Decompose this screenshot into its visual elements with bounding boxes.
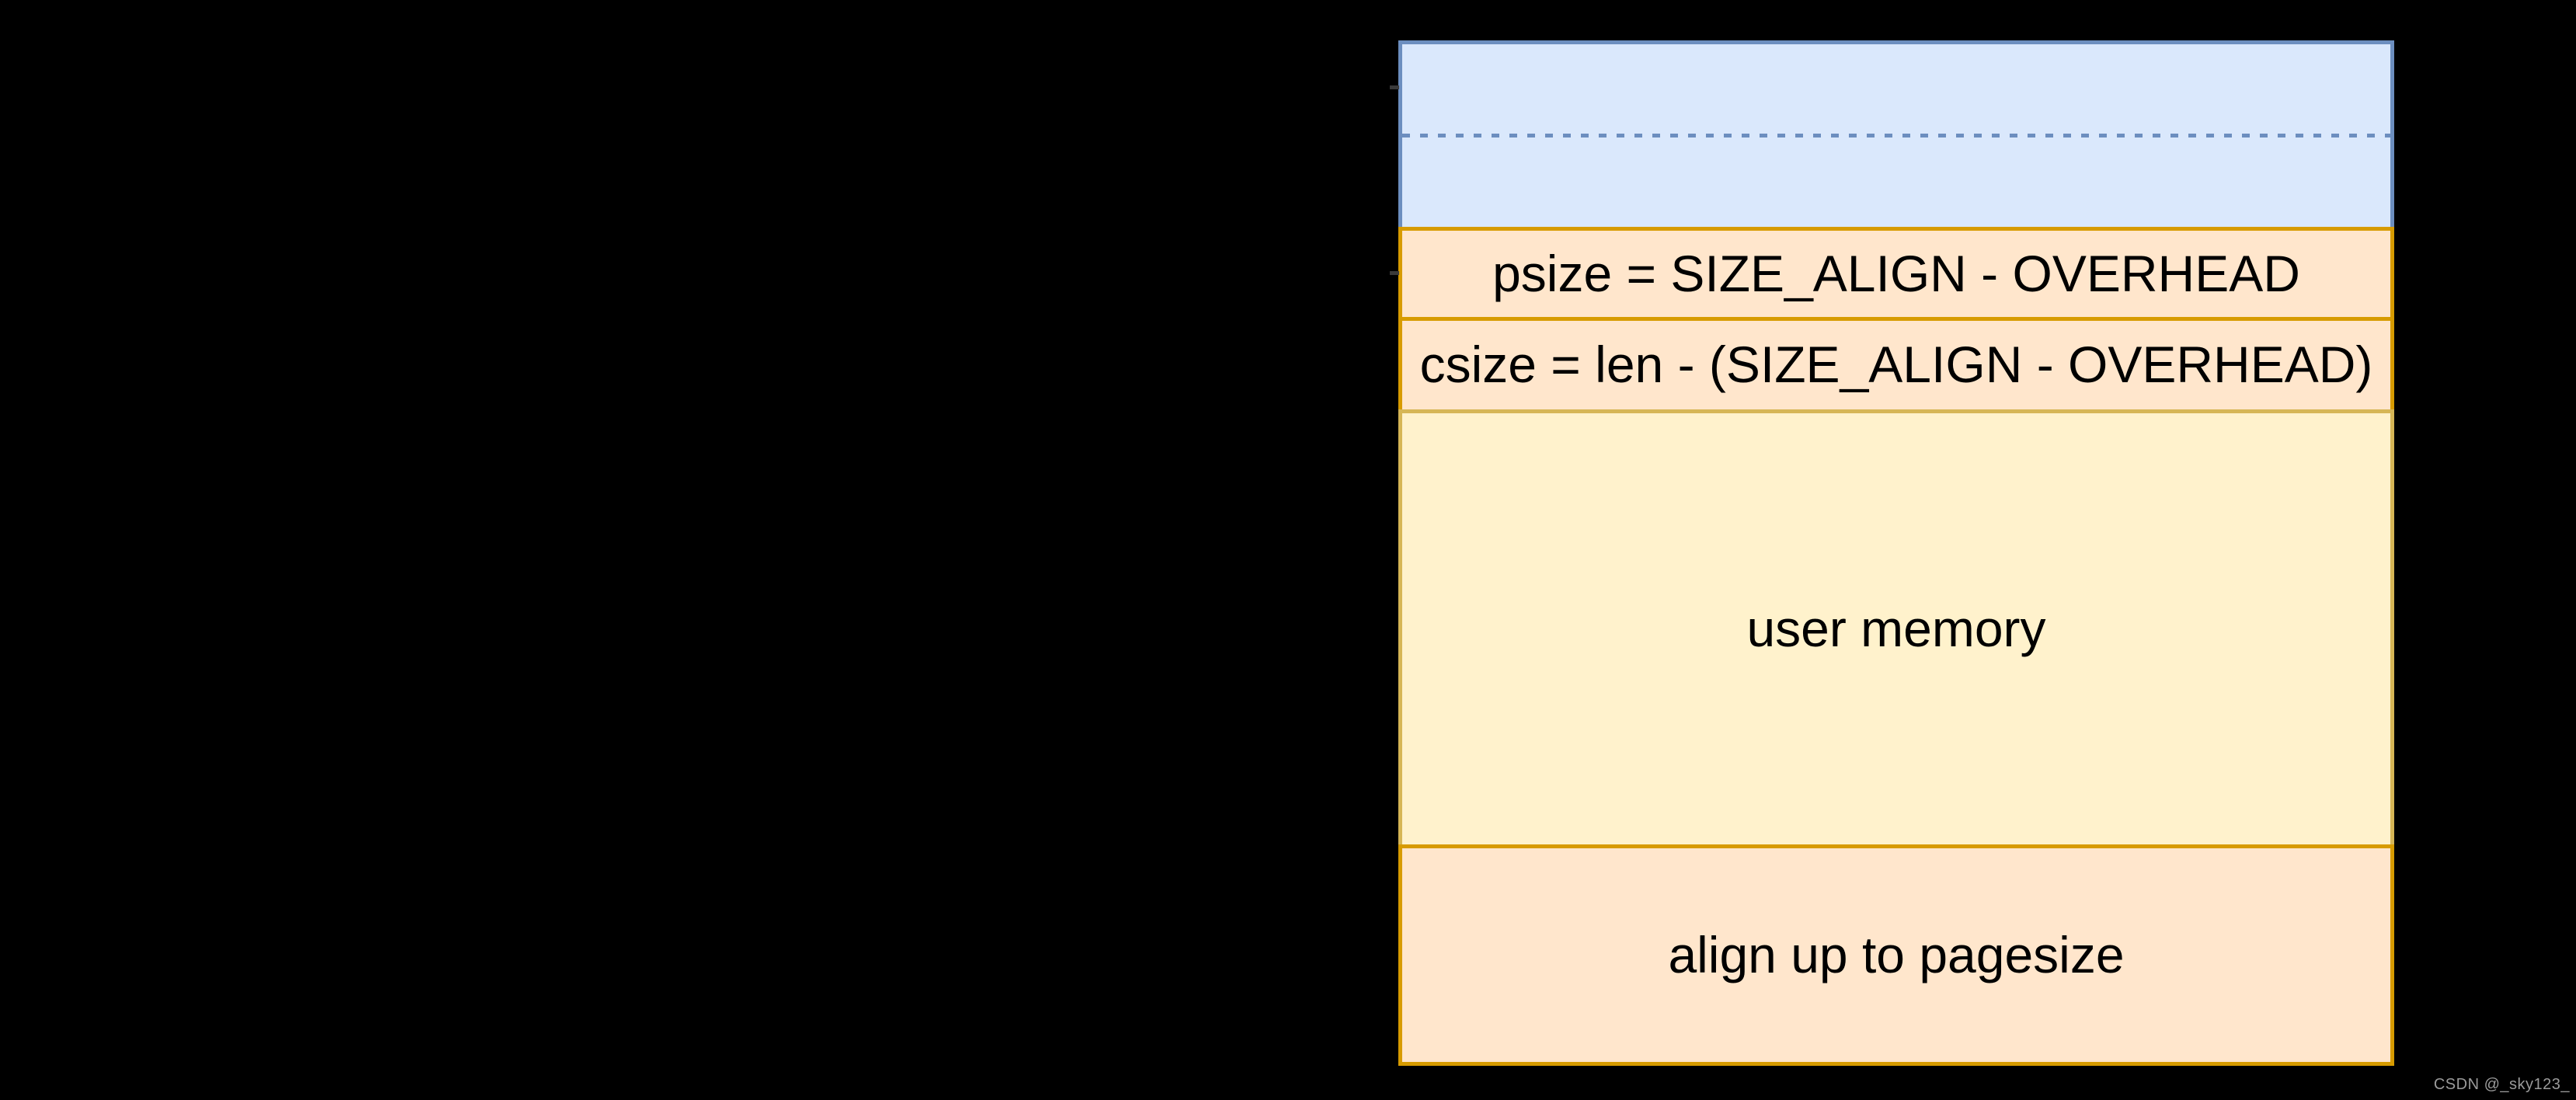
psize-box: psize = SIZE_ALIGN - OVERHEAD [1398,227,2394,321]
watermark-text: CSDN @_sky123_ [2433,1076,2570,1093]
left-tick-mark-upper [1390,85,1399,89]
psize-label: psize = SIZE_ALIGN - OVERHEAD [1492,244,2300,302]
csize-box: csize = len - (SIZE_ALIGN - OVERHEAD) [1398,317,2394,413]
user-memory-box: user memory [1398,409,2394,848]
user-memory-label: user memory [1746,599,2046,657]
mapped-region-box [1398,40,2394,227]
align-up-to-pagesize-box: align up to pagesize [1398,844,2394,1066]
csize-label: csize = len - (SIZE_ALIGN - OVERHEAD) [1419,336,2373,394]
align-up-to-pagesize-label: align up to pagesize [1668,925,2125,983]
dashed-divider-line [1402,134,2390,138]
left-tick-mark-lower [1390,271,1399,275]
